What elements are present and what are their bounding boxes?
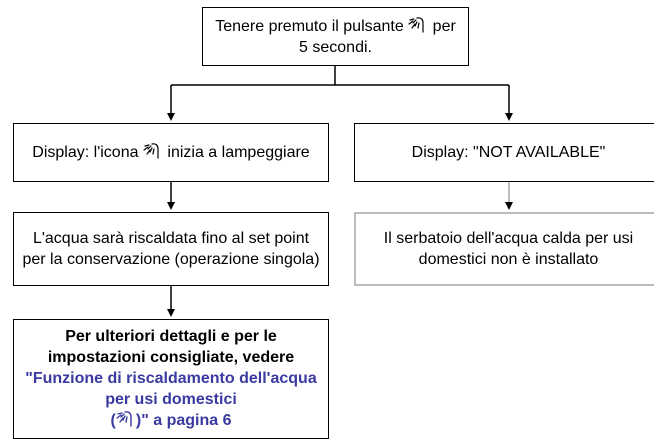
step-tank-text: Il serbatoio dell'acqua calda per usi do… [383,230,634,268]
shower-icon [116,411,132,427]
shower-icon [408,16,424,33]
shower-icon [143,143,159,159]
step-water-heating-text: L'acqua sarà riscaldata fino al set poin… [22,230,320,268]
reference-link-close: )" a pagina 6 [135,412,232,429]
step-press-button: Tenere premuto il pulsante per 5 secondi… [202,7,469,66]
reference-link[interactable]: "Funzione di riscaldamento dell'acqua pe… [25,370,316,429]
split-connector [167,65,513,121]
reference-link-open: ( [110,412,116,429]
step-display-not-available: Display: "NOT AVAILABLE" [354,123,654,182]
reference-link-text: "Funzione di riscaldamento dell'acqua pe… [25,370,317,408]
step-display-text-a: Display: l'icona [32,144,139,161]
step-more-details: Per ulteriori dettagli e per le impostaz… [13,319,329,439]
step-press-text-b: per 5 secondi. [299,17,456,56]
more-details-text: Per ulteriori dettagli e per le impostaz… [47,328,295,366]
step-tank-not-installed: Il serbatoio dell'acqua calda per usi do… [354,212,654,286]
step-water-heating: L'acqua sarà riscaldata fino al set poin… [13,212,329,286]
display-not-available-value: "NOT AVAILABLE" [473,144,606,161]
step-press-text-a: Tenere premuto il pulsante [215,17,404,35]
step-display-icon-blink: Display: l'icona inizia a lampeggiare [13,123,329,182]
step-display-text-b: inizia a lampeggiare [162,144,310,161]
display-prefix: Display: [411,144,474,161]
